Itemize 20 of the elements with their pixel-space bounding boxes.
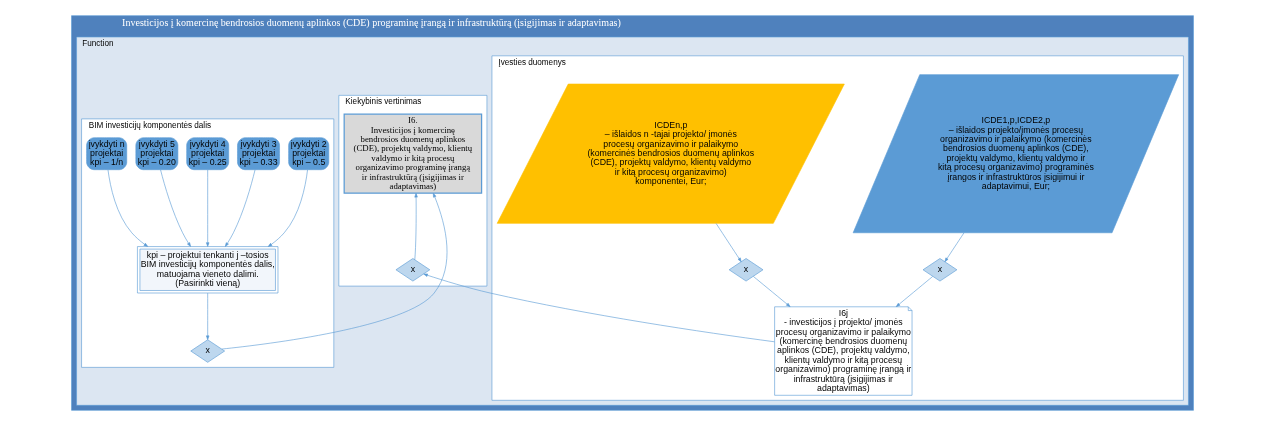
arrow (752, 276, 790, 307)
arrow (715, 223, 741, 263)
node-box: įvykdyti 5 projektai kpi – 0.20 (135, 137, 178, 170)
node-box: įvykdyti 2 projektai kpi – 0.5 (287, 137, 329, 170)
arrow (224, 169, 255, 247)
arrow (267, 169, 308, 247)
node-box: įvykdyti 3 projektai kpi – 0.33 (236, 137, 280, 170)
node-box: I6. Investicijos į komercinę bendrosios duomenų aplinkos (CDE), projektų valdymo, klientų valdymo ir kitą procesų organizavimo programinę įrangą ir infrastruktūrą (įsigijimas ir adaptavimas) (343, 113, 482, 194)
arrow (205, 292, 209, 340)
arrow (422, 273, 775, 343)
arrow (895, 276, 933, 307)
arrow (205, 169, 209, 247)
node-box: įvykdyti 4 projektai kpi – 0.25 (185, 137, 229, 170)
arrow (159, 169, 191, 247)
arrow (413, 193, 418, 261)
arrow (944, 232, 964, 263)
arrow (107, 169, 148, 247)
node-diamond: x (189, 339, 225, 363)
node-box: įvykdyti n projektai kpi – 1/n (85, 137, 127, 170)
arrow (221, 192, 447, 350)
